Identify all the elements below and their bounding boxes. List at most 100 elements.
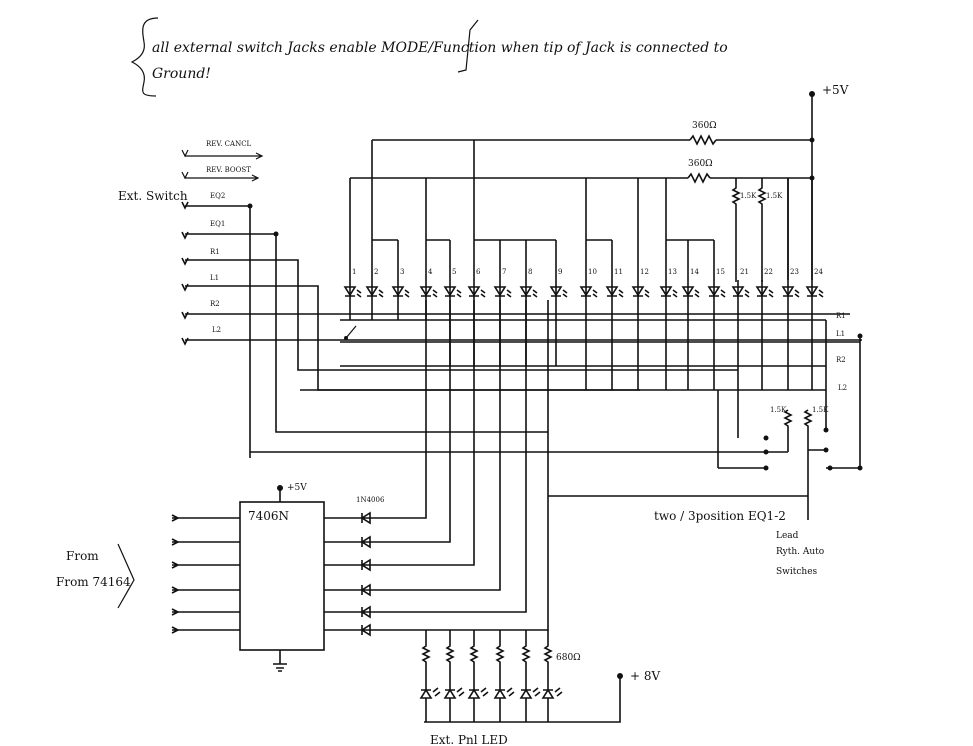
panel-led xyxy=(493,630,515,722)
led-number: 6 xyxy=(476,268,481,276)
led-icon xyxy=(467,286,486,298)
panel-led xyxy=(419,630,441,722)
led-icon xyxy=(707,286,726,298)
led-icon xyxy=(631,286,650,298)
led-number: 24 xyxy=(814,268,823,276)
led-number: 23 xyxy=(790,268,799,276)
led-icon xyxy=(579,286,598,298)
top-supply: +5V 360Ω 360Ω 1.5K 1.5K xyxy=(350,83,849,282)
ic-input-line xyxy=(171,538,240,546)
led-supply: + 8V 680Ω Ext. Pnl LED xyxy=(424,653,661,746)
ic-part-label: 7406N xyxy=(248,509,289,523)
led-supply-label: + 8V xyxy=(630,669,661,683)
led-icon xyxy=(731,286,750,298)
diode-1n4006 xyxy=(324,300,501,597)
diode-1n4006 xyxy=(324,300,549,637)
led-2: 2 xyxy=(365,240,384,320)
toggle-switch xyxy=(345,325,357,339)
led-7: 7 xyxy=(493,240,512,366)
panel-led xyxy=(541,630,563,722)
svg-text:EQ2: EQ2 xyxy=(210,192,225,200)
pullup-resistor-b xyxy=(757,178,767,282)
led-24: 24 xyxy=(805,178,824,390)
led-11: 11 xyxy=(605,240,624,390)
led-number: 5 xyxy=(452,268,456,276)
led-icon xyxy=(781,286,800,298)
svg-text:Switches: Switches xyxy=(776,567,818,577)
footer-label: Ext. Pnl LED xyxy=(430,733,508,746)
led-5: 5 xyxy=(443,240,462,366)
panel-led xyxy=(443,630,465,722)
pullup-resistor-a xyxy=(731,178,741,282)
svg-text:R2: R2 xyxy=(210,300,220,308)
diode-1n4006 xyxy=(324,300,451,549)
led-icon xyxy=(805,286,824,298)
svg-text:R1: R1 xyxy=(210,248,220,256)
input-l2: L2 xyxy=(181,326,862,346)
led-number: 8 xyxy=(528,268,532,276)
led-icon xyxy=(519,286,538,298)
led-icon xyxy=(443,286,462,298)
ext-switch-title: Ext. Switch xyxy=(118,189,188,203)
svg-text:L1: L1 xyxy=(210,274,219,282)
switch-resistor-a xyxy=(783,409,793,452)
led-number: 21 xyxy=(740,268,749,276)
led-9: 9 xyxy=(549,240,568,366)
bus-label-r1: R1 xyxy=(836,312,846,320)
led-number: 9 xyxy=(558,268,562,276)
input-r1: R1 xyxy=(181,248,738,371)
svg-text:Ryth. Auto: Ryth. Auto xyxy=(776,547,824,557)
led-1: 1 xyxy=(343,178,362,320)
ic-7406n: 7406N +5V From From 74164 1N4006 xyxy=(56,483,385,672)
led-icon xyxy=(343,286,362,298)
led-4: 4 xyxy=(419,240,438,320)
led-3: 3 xyxy=(391,240,410,320)
led-number: 14 xyxy=(690,268,699,276)
bus-label-r2: R2 xyxy=(836,356,846,364)
input-eq2: EQ2 xyxy=(181,192,253,458)
pullup-b-label: 1.5K xyxy=(766,192,783,200)
source-label-from: From xyxy=(66,549,99,563)
led-21: 21 xyxy=(731,268,750,390)
header-note: all external switch Jacks enable MODE/Fu… xyxy=(130,17,728,97)
led-icon xyxy=(755,286,774,298)
led-resistor-label: 680Ω xyxy=(556,653,581,663)
led-number: 4 xyxy=(428,268,433,276)
ic-io-lines xyxy=(171,300,549,637)
led-15: 15 xyxy=(707,240,726,390)
led-number: 22 xyxy=(764,268,773,276)
ic-input-line xyxy=(171,608,240,616)
svg-text:REV. CANCL: REV. CANCL xyxy=(206,140,252,148)
svg-text:REV. BOOST: REV. BOOST xyxy=(206,166,251,174)
diode-1n4006 xyxy=(324,300,475,572)
switch-resistor-b xyxy=(803,409,813,520)
diode-1n4006 xyxy=(324,300,427,525)
ic-input-line xyxy=(171,626,240,634)
led-6: 6 xyxy=(467,240,486,366)
panel-led-bank xyxy=(419,630,563,722)
led-14: 14 xyxy=(681,240,700,390)
svg-text:L2: L2 xyxy=(212,326,221,334)
ground-icon xyxy=(273,650,287,672)
led-icon xyxy=(419,286,438,298)
svg-text:Lead: Lead xyxy=(776,531,799,541)
position-switches: 1.5K 1.5K xyxy=(250,320,860,520)
resistor-360-b xyxy=(687,172,711,184)
led-number: 1 xyxy=(352,268,356,276)
ic-supply-label: +5V xyxy=(287,483,307,493)
led-22: 22 xyxy=(755,268,774,390)
svg-text:1.5K: 1.5K xyxy=(812,406,829,414)
led-number: 3 xyxy=(400,268,404,276)
led-icon xyxy=(493,286,512,298)
led-number: 10 xyxy=(588,268,597,276)
ext-switch-inputs: Ext. Switch REV. CANCL REV. BOOST EQ2 EQ… xyxy=(118,140,862,458)
resistor-360-b-label: 360Ω xyxy=(688,159,713,169)
led-10: 10 xyxy=(579,240,598,390)
bus-label-l1: L1 xyxy=(836,330,845,338)
input-r2: R2 xyxy=(181,300,850,320)
resistor-360-a xyxy=(689,134,717,146)
led-icon xyxy=(365,286,384,298)
source-bracket xyxy=(117,543,135,609)
led-icon xyxy=(659,286,678,298)
